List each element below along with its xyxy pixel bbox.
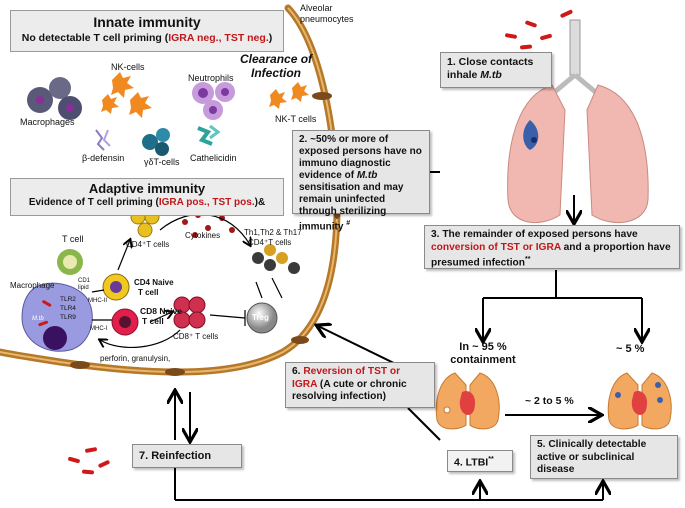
step-7-text: 7. Reinfection [139, 450, 212, 462]
bacilli-top-icon [505, 9, 573, 50]
gamma-delta-t-cells-icon [142, 128, 170, 156]
cd8-naive-label-2: T cell [142, 316, 164, 326]
mtb-label: M.tb [32, 316, 44, 322]
mhc2-label: MHC-II [88, 298, 107, 304]
macrophage-presenting-icon [21, 282, 93, 352]
flow-arrows [175, 172, 642, 501]
innate-immunity-panel: Innate immunity No detectable T cell pri… [10, 10, 284, 52]
step-3-text: 3. The remainder of exposed persons have [431, 229, 638, 240]
cytokines-label: Cytokines [185, 231, 221, 240]
tlr9-label: TLR9 [60, 314, 76, 321]
cathelicidin-icon [197, 124, 221, 146]
step-2-box: 2. ~50% or more of exposed persons have … [292, 130, 430, 232]
cd8-naive-label: CD8 Naive [140, 306, 183, 316]
step-4-box: 4. LTBI** [447, 450, 513, 472]
progression-label: ~ 5 % [616, 343, 645, 355]
tlr4-label: TLR4 [60, 305, 76, 312]
t-cell-icon [57, 249, 83, 275]
cd8-t-cells-icon [173, 296, 206, 329]
transition-label: ~ 2 to 5 % [525, 395, 574, 407]
innate-subtitle: No detectable T cell priming (IGRA neg.,… [11, 32, 283, 44]
lungs-icon [507, 19, 649, 224]
lungs-disease-icon [607, 372, 672, 430]
clearance-label: Clearance of Infection [240, 52, 313, 80]
cd1-label: CD1 [78, 278, 91, 284]
cd4-naive-t-cell-icon [102, 273, 130, 301]
perforin-label: perforin, granulysin, [100, 354, 171, 363]
nk-cells-icon [101, 72, 152, 118]
macrophages-label: Macrophages [20, 117, 75, 127]
cd8-t-cells-label: CD8⁺ T cells [173, 332, 219, 341]
macrophage-cells-icon [27, 77, 82, 120]
tlr2-label: TLR2 [60, 296, 76, 303]
treg-cell-icon [246, 302, 278, 334]
defensin-label: β-defensin [82, 153, 125, 163]
step-2-mtb: M.tb [356, 170, 378, 181]
step-1-box: 1. Close contacts inhale M.tb [440, 52, 552, 88]
adaptive-subtitle: Evidence of T cell priming (IGRA pos., T… [11, 197, 283, 208]
step-3-text-post: and a proportion have presumed infection [431, 241, 671, 269]
th-cells-label: Th1,Th2 & Th17 [244, 228, 302, 237]
macrophage-label: Macrophage [10, 281, 55, 290]
neutrophils-label: Neutrophils [188, 73, 234, 83]
adaptive-immunity-panel: Adaptive immunity Evidence of T cell pri… [10, 178, 284, 216]
alveolar-pneumocytes-label: Alveolar pneumocytes [300, 3, 354, 24]
innate-subtitle-red: IGRA neg., TST neg. [168, 32, 269, 44]
nkt-cells-label: NK-T cells [275, 114, 317, 124]
step-2-text-post: sensitisation and may remain uninfected … [299, 182, 404, 233]
step-1-text: 1. Close contacts inhale [447, 56, 534, 81]
neutrophils-icon [192, 82, 235, 120]
step-3-box: 3. The remainder of exposed persons have… [424, 225, 680, 269]
lungs-containment-icon [435, 372, 500, 430]
step-5-text: 5. Clinically detectable active or subcl… [537, 439, 647, 475]
step-2-text: 2. ~50% or more of exposed persons have … [299, 134, 422, 181]
treg-label: Treg [252, 313, 269, 322]
step-1-mtb: M.tb [480, 68, 502, 81]
mhc1-label: MHC-I [90, 326, 108, 332]
nk-cells-label: NK-cells [111, 62, 145, 72]
step-4-sup: ** [488, 456, 494, 463]
t-cell-label: T cell [62, 234, 84, 244]
lipid-label: lipid [78, 285, 89, 291]
containment-label: In ~ 95 % containment [450, 341, 516, 366]
cd4-t-cells-label: CD4⁺T cells [126, 240, 170, 249]
innate-subtitle-post: ) [268, 32, 273, 44]
step-6-text-post: (A cute or chronic resolving infection) [292, 378, 407, 403]
step-3-sup: ** [524, 256, 531, 263]
step-3-red: conversion of TST or IGRA [431, 241, 561, 253]
cd4-naive-label-2: T cell [138, 288, 159, 297]
defensin-icon [95, 129, 111, 151]
th-cells-icon [252, 244, 300, 274]
adaptive-subtitle-pre: Evidence of T cell priming ( [28, 197, 159, 208]
cathelicidin-label: Cathelicidin [190, 153, 237, 163]
bacilli-bottom-icon [68, 447, 110, 475]
gamma-delta-t-cells-label: γδT-cells [144, 157, 180, 167]
step-7-box: 7. Reinfection [132, 444, 242, 468]
nkt-cells-icon [269, 82, 309, 109]
step-4-text: 4. LTBI [454, 456, 489, 469]
innate-subtitle-pre: No detectable T cell priming ( [21, 32, 169, 44]
th-cd4-label: CD4⁺T cells [248, 238, 292, 247]
step-5-box: 5. Clinically detectable active or subcl… [530, 435, 678, 479]
cd8-naive-t-cell-icon [111, 308, 139, 336]
step-6-red: Reversion of TST or IGRA [292, 366, 401, 390]
adaptive-title: Adaptive immunity [88, 181, 206, 196]
adaptive-subtitle-post: )& [254, 197, 266, 208]
cd4-naive-label: CD4 Naive [134, 278, 174, 287]
step-2-sup: # [346, 220, 351, 227]
innate-title: Innate immunity [93, 14, 201, 30]
step-6-text: 6. [292, 366, 304, 377]
adaptive-subtitle-red: IGRA pos., TST pos. [158, 197, 255, 208]
step-6-box: 6. Reversion of TST or IGRA (A cute or c… [285, 362, 435, 408]
